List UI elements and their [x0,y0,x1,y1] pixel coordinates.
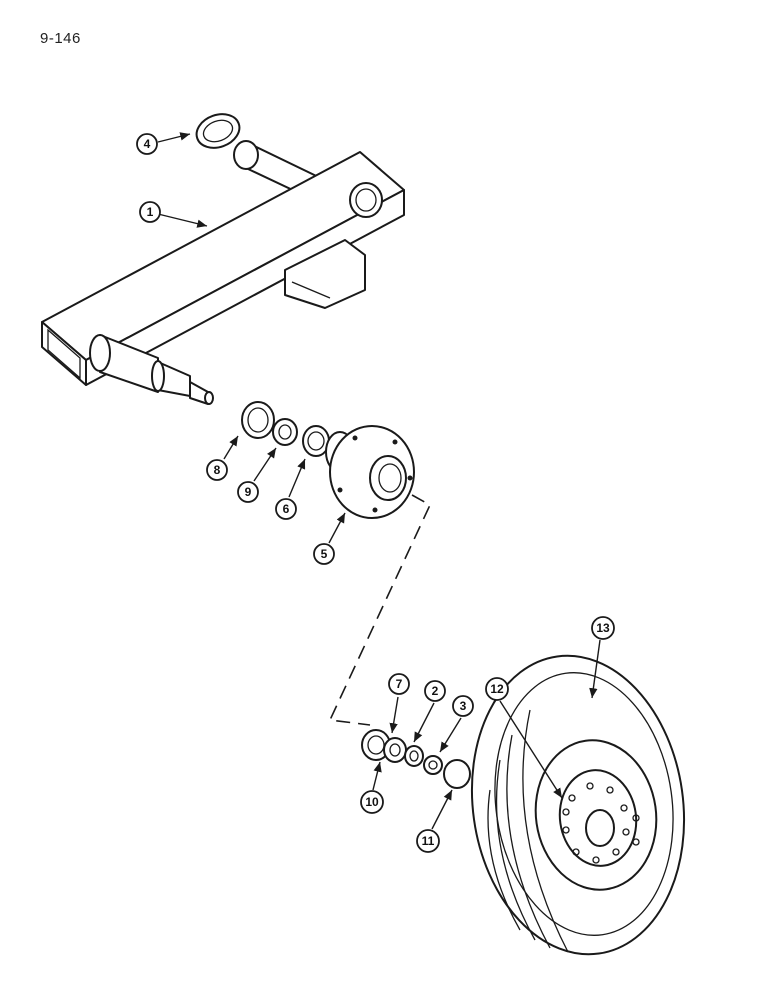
callout-8: 8 [206,459,228,481]
axle-beam [41,140,405,405]
inner-bearing-cup-part [302,425,330,457]
callout-2: 2 [424,680,446,702]
spindle-nut-part [423,755,443,775]
seal-ring-part [195,113,241,149]
inner-bearing-cone-part [272,418,298,446]
svg-text:1: 1 [147,205,154,219]
hub-part [325,425,415,519]
svg-text:4: 4 [144,137,151,151]
svg-text:2: 2 [432,684,439,698]
svg-text:12: 12 [490,682,504,696]
callout-3: 3 [452,695,474,717]
callout-7: 7 [388,673,410,695]
alignment-dashed-line [328,494,432,726]
wheel-tire-part [470,654,686,956]
callout-5: 5 [313,543,335,565]
callout-4: 4 [136,133,158,155]
callout-11: 11 [416,829,440,853]
callout-10: 10 [360,790,384,814]
svg-text:9: 9 [245,485,252,499]
outer-bearing-cone-part [383,737,407,763]
svg-text:13: 13 [596,621,610,635]
hub-cap-part [443,759,471,789]
svg-text:6: 6 [283,502,290,516]
callout-12: 12 [485,677,509,701]
callout-6: 6 [275,498,297,520]
callout-1: 1 [139,201,161,223]
svg-text:8: 8 [214,463,221,477]
svg-text:7: 7 [396,677,403,691]
callout-9: 9 [237,481,259,503]
callout-13: 13 [591,616,615,640]
svg-text:3: 3 [460,699,467,713]
svg-text:11: 11 [422,834,435,848]
washer-part [404,745,424,767]
svg-text:10: 10 [365,795,379,809]
svg-text:5: 5 [321,547,328,561]
leader-lines [157,132,601,830]
page-number: 9-146 [40,30,81,47]
inner-seal-part [241,401,275,439]
